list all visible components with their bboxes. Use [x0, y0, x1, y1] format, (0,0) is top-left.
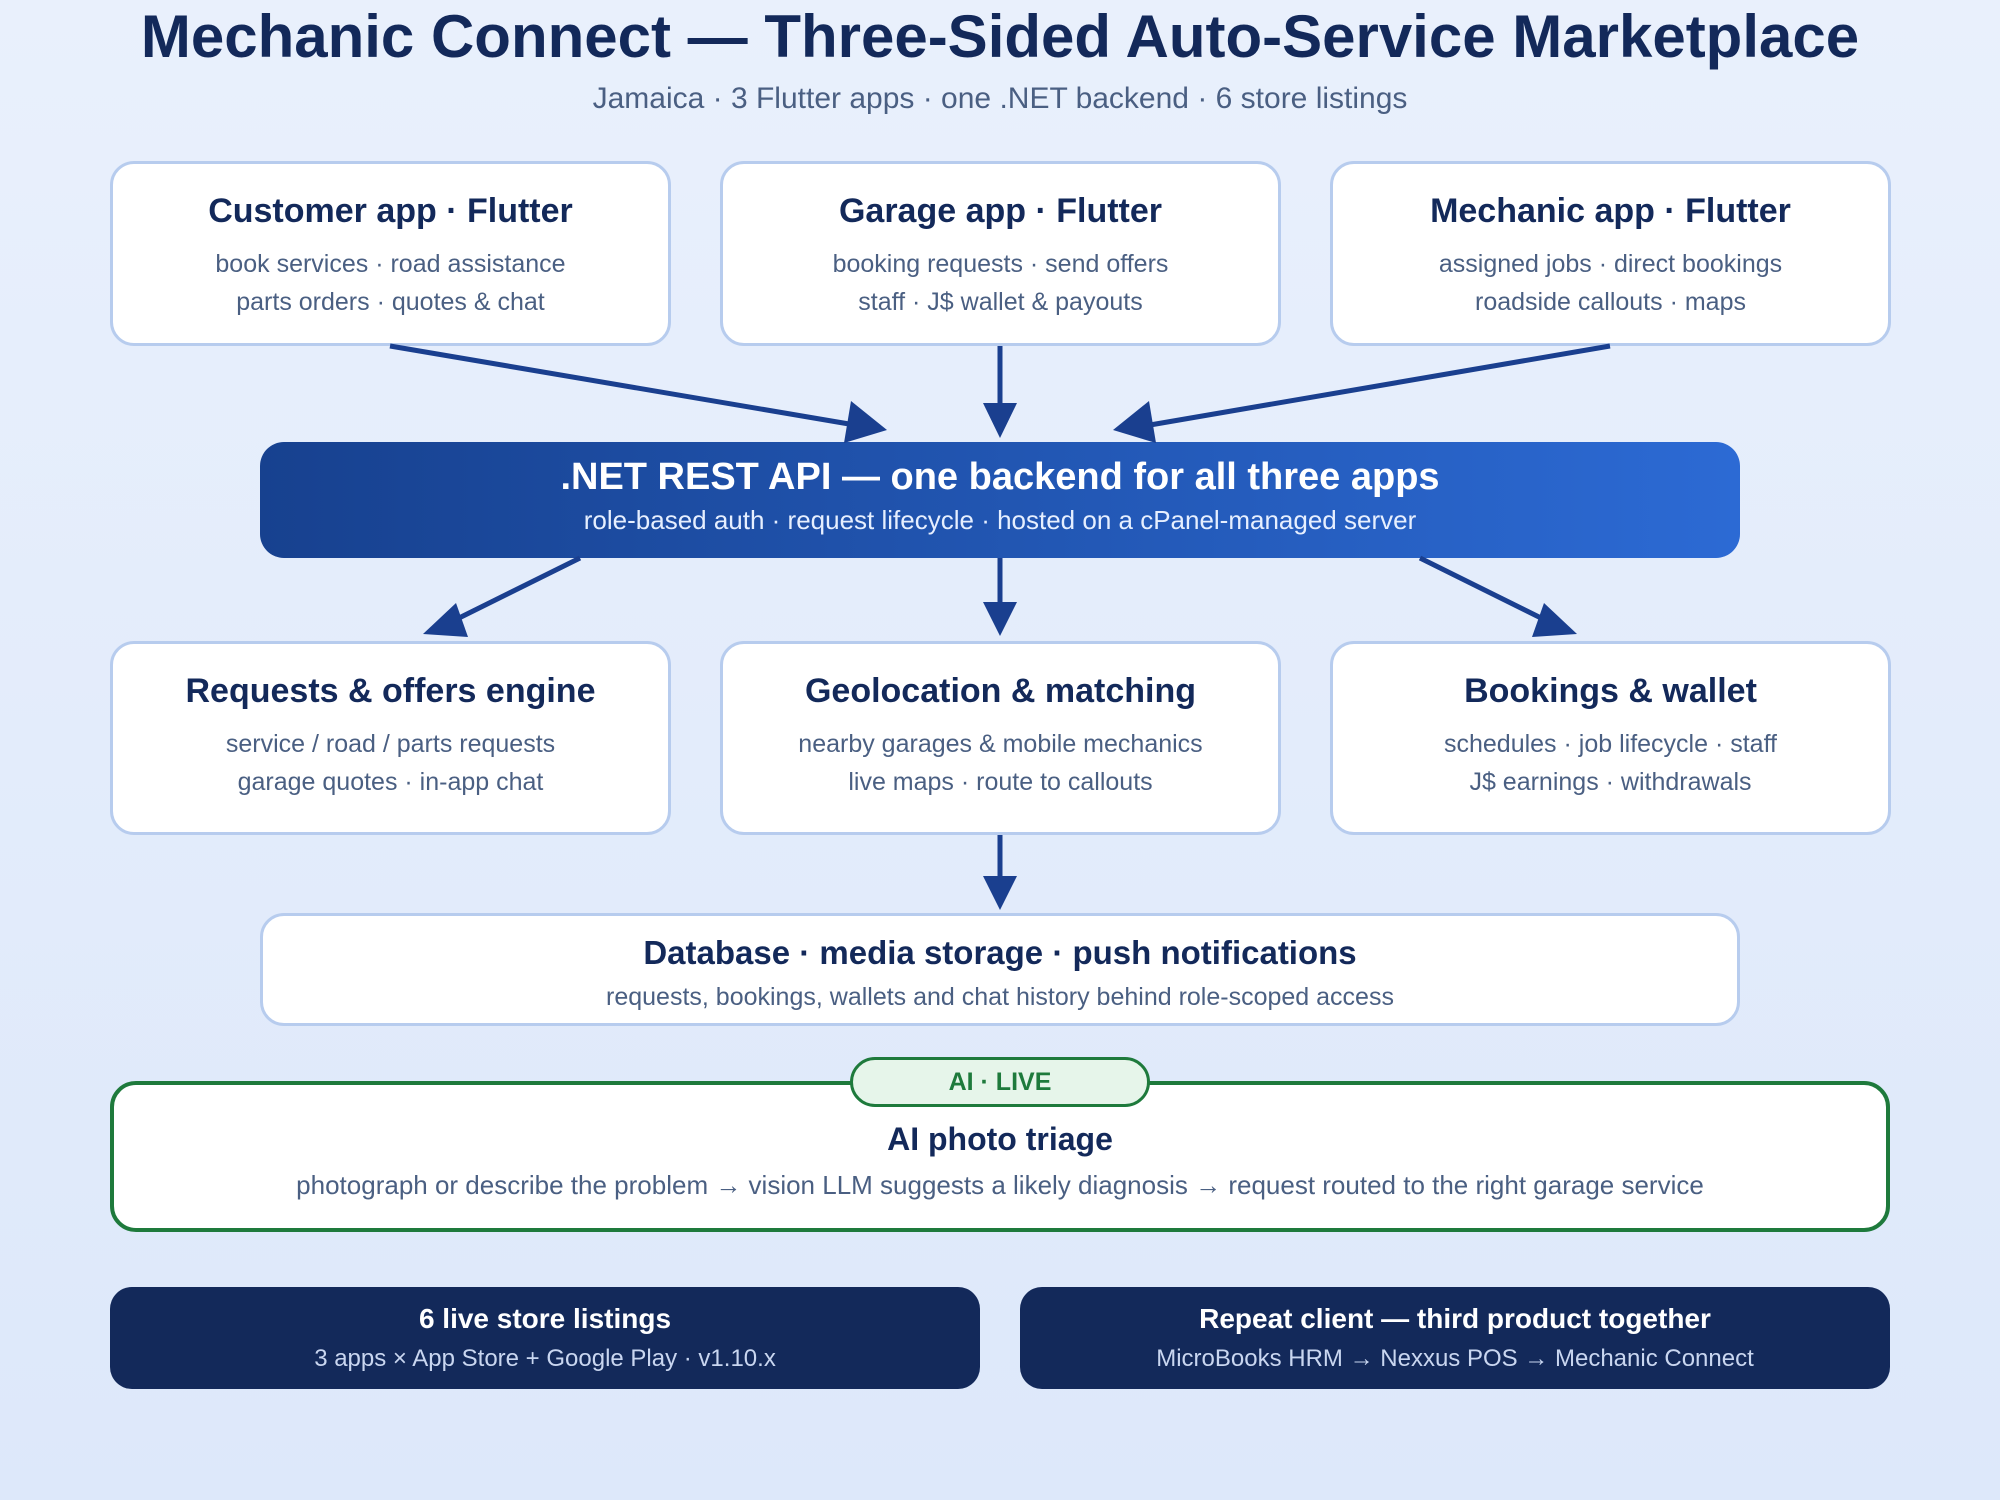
mechanic-app-line-1: assigned jobs · direct bookings	[1438, 250, 1783, 278]
requests-engine-card: Requests & offers engine service / road …	[110, 641, 671, 835]
arrowhead-api-to-requests	[423, 603, 468, 637]
diagram-subtitle: Jamaica · 3 Flutter apps · one .NET back…	[592, 82, 1408, 115]
mechanic-app-line-2: roadside callouts · maps	[1475, 288, 1746, 316]
repeat-client-title: Repeat client — third product together	[1199, 1303, 1711, 1334]
customer-app-card: Customer app · Flutter book services · r…	[110, 161, 671, 346]
arrowhead-api-to-geolocation	[983, 602, 1017, 636]
arrow-mechanic-to-api	[1149, 343, 1611, 428]
geolocation-card: Geolocation & matching nearby garages & …	[720, 641, 1281, 835]
ai-triage-title: AI photo triage	[887, 1121, 1113, 1157]
mechanic-app-title: Mechanic app · Flutter	[1430, 192, 1791, 230]
ai-triage-flow: photograph or describe the problem → vis…	[296, 1170, 1704, 1200]
bookings-wallet-title: Bookings & wallet	[1464, 672, 1757, 710]
arrowhead-geolocation-to-storage	[983, 876, 1017, 910]
customer-app-line-1: book services · road assistance	[215, 250, 566, 278]
repeat-client-box: Repeat client — third product together M…	[1020, 1287, 1890, 1389]
repeat-client-subtitle: MicroBooks HRM → Nexxus POS → Mechanic C…	[1156, 1345, 1754, 1372]
arrowhead-api-to-bookings	[1532, 603, 1577, 637]
api-subtitle: role-based auth · request lifecycle · ho…	[583, 505, 1417, 535]
geolocation-title: Geolocation & matching	[804, 672, 1197, 710]
garage-app-line-2: staff · J$ wallet & payouts	[858, 288, 1143, 316]
geolocation-line-2: live maps · route to callouts	[848, 768, 1153, 796]
garage-app-card: Garage app · Flutter booking requests · …	[720, 161, 1281, 346]
ai-live-badge: AI · LIVE	[850, 1057, 1150, 1107]
api-title: .NET REST API — one backend for all thre…	[560, 456, 1440, 498]
arrowhead-customer-to-api	[844, 401, 887, 443]
customer-app-title: Customer app · Flutter	[208, 192, 573, 230]
arrow-api-to-bookings	[1418, 555, 1547, 623]
arrow-api-to-requests	[453, 555, 582, 623]
bookings-wallet-card: Bookings & wallet schedules · job lifecy…	[1330, 641, 1891, 835]
store-listings-title: 6 live store listings	[418, 1303, 672, 1334]
mechanic-app-card: Mechanic app · Flutter assigned jobs · d…	[1330, 161, 1891, 346]
arrowhead-mechanic-to-api	[1113, 401, 1156, 443]
store-listings-box: 6 live store listings 3 apps × App Store…	[110, 1287, 980, 1389]
arrowhead-garage-to-api	[983, 403, 1017, 438]
requests-engine-title: Requests & offers engine	[185, 672, 596, 710]
bookings-wallet-line-2: J$ earnings · withdrawals	[1469, 768, 1752, 796]
arrow-customer-to-api	[389, 343, 856, 428]
garage-app-line-1: booking requests · send offers	[832, 250, 1169, 278]
storage-subtitle: requests, bookings, wallets and chat his…	[606, 983, 1394, 1011]
diagram-title: Mechanic Connect — Three-Sided Auto-Serv…	[140, 3, 1860, 70]
store-listings-subtitle: 3 apps × App Store + Google Play · v1.10…	[314, 1345, 776, 1372]
storage-box: Database · media storage · push notifica…	[260, 913, 1740, 1026]
requests-engine-line-2: garage quotes · in-app chat	[237, 768, 544, 796]
api-box: .NET REST API — one backend for all thre…	[260, 442, 1740, 558]
customer-app-line-2: parts orders · quotes & chat	[236, 288, 545, 316]
geolocation-line-1: nearby garages & mobile mechanics	[798, 730, 1203, 758]
garage-app-title: Garage app · Flutter	[838, 192, 1163, 230]
storage-title: Database · media storage · push notifica…	[643, 934, 1357, 971]
requests-engine-line-1: service / road / parts requests	[225, 730, 556, 758]
bookings-wallet-line-1: schedules · job lifecycle · staff	[1443, 730, 1778, 758]
